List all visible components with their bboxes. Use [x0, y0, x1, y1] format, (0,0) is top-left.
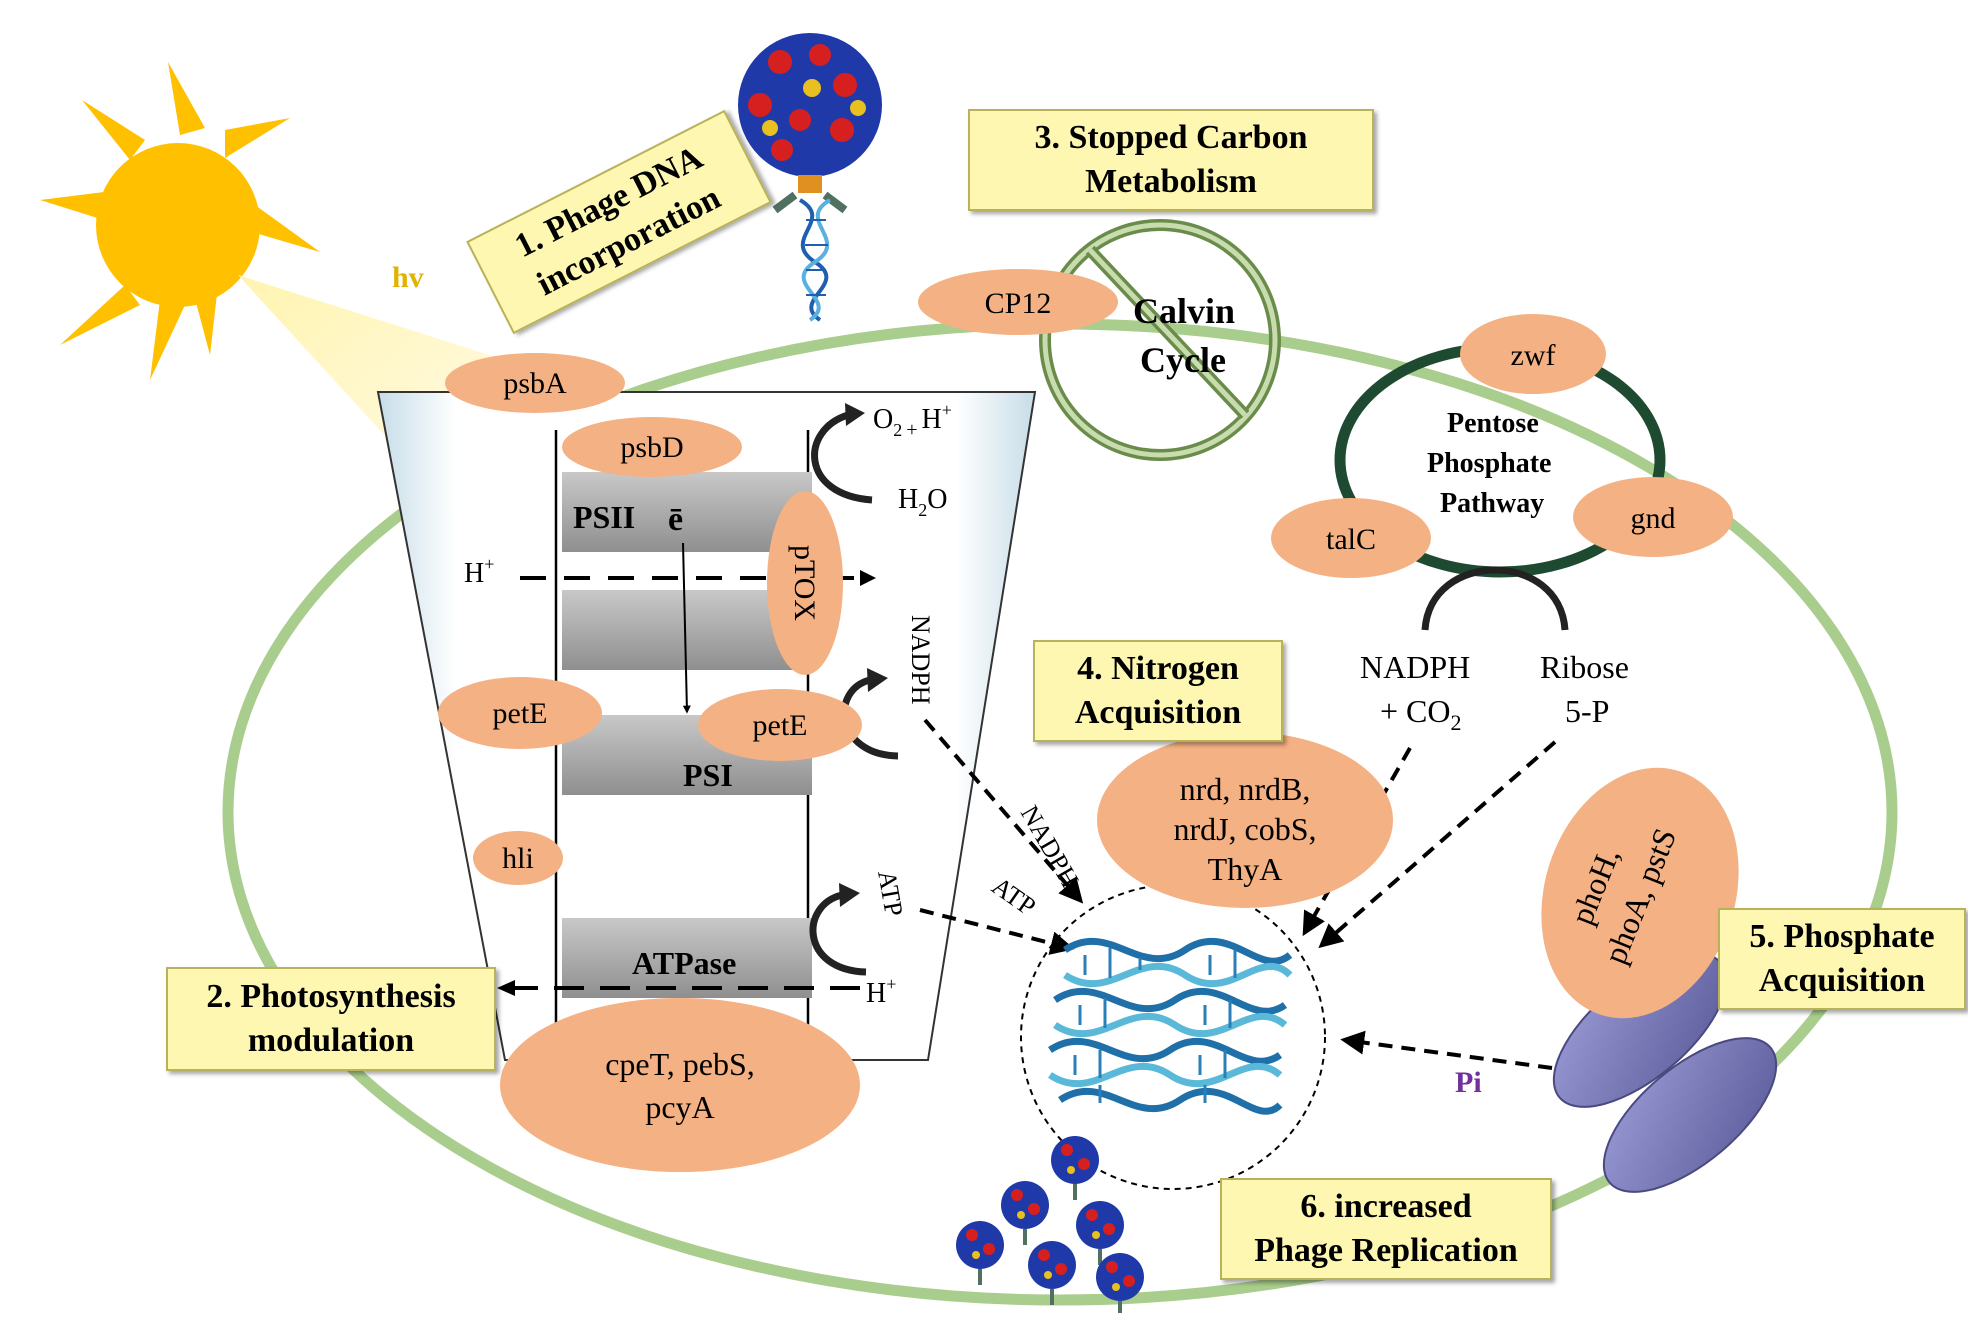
psii-complex	[562, 472, 812, 552]
calvin-label-1: Calvin	[1133, 291, 1235, 331]
step-5-phosphate-acquisition: 5. Phosphate Acquisition	[1718, 908, 1966, 1010]
nadph-to-dna-arrow	[923, 718, 1084, 904]
gene-pTOX-label: pTOX	[788, 545, 821, 621]
ribose-line1: Ribose	[1540, 649, 1629, 685]
gene-petE-right-label: petE	[753, 709, 808, 742]
psii-label: PSII	[573, 499, 635, 535]
gene-nrd-line1: nrd, nrdB,	[1180, 771, 1311, 807]
step-2-photosynthesis-modulation: 2. Photosynthesis modulation	[166, 967, 496, 1071]
gene-zwf-label: zwf	[1511, 339, 1556, 372]
step-3-line-2: Metabolism	[1085, 163, 1257, 200]
ribose-to-dna-arrow	[1318, 740, 1557, 949]
sun-icon	[40, 62, 320, 380]
gene-hli-label: hli	[502, 842, 534, 875]
gene-pTOX	[767, 491, 843, 675]
atp-label-2: ATP	[987, 871, 1042, 921]
gene-cp12-label: CP12	[985, 287, 1052, 320]
electron-label: ē	[668, 501, 683, 538]
water-splitting-arrow	[811, 411, 873, 504]
nadph-co2-line1: NADPH	[1360, 649, 1470, 685]
electron-arrow	[682, 542, 691, 714]
gene-psbA-label: psbA	[503, 367, 567, 400]
step-3-stopped-carbon-metabolism: 3. Stopped Carbon Metabolism	[968, 109, 1374, 211]
step-4-nitrogen-acquisition: 4. Nitrogen Acquisition	[1033, 640, 1283, 742]
gene-nrd-line2: nrdJ, cobS,	[1173, 811, 1316, 847]
gene-zwf	[1460, 314, 1606, 394]
dna-icon	[1048, 937, 1293, 1115]
gene-petE-left-label: petE	[493, 697, 548, 730]
h-plus-bottom: H+	[866, 974, 896, 1009]
step-2-line-1: 2. Photosynthesis	[206, 978, 456, 1015]
step-5-line-1: 5. Phosphate	[1749, 918, 1935, 955]
atp-curved-arrow	[809, 891, 867, 976]
gene-cpe-line2: pcyA	[645, 1089, 714, 1125]
gene-petE-left	[438, 677, 602, 749]
gene-talC-label: talC	[1326, 523, 1376, 556]
gene-cp12	[918, 269, 1118, 335]
step-5-line-2: Acquisition	[1758, 962, 1926, 999]
hv-label: hv	[392, 261, 424, 294]
gene-psbD	[562, 417, 742, 477]
gene-nrd-line3: ThyA	[1208, 851, 1283, 887]
gene-cpe-line1: cpeT, pebS,	[605, 1046, 755, 1082]
ppp-label-3: Pathway	[1440, 488, 1544, 519]
step-4-line-2: Acquisition	[1074, 694, 1242, 731]
step-2-line-2: modulation	[247, 1022, 415, 1059]
gene-gnd	[1573, 477, 1733, 557]
psi-label: PSI	[683, 757, 733, 793]
gene-phoH-phoA-pstS	[1541, 767, 1739, 1019]
atpase-complex	[562, 918, 812, 998]
nadph-label-2: NADPH	[1015, 801, 1085, 893]
ribose-line2: 5-P	[1565, 693, 1609, 729]
atp-to-dna-arrow	[919, 908, 1075, 955]
h-plus-left: H+	[464, 554, 494, 589]
gene-gnd-label: gnd	[1631, 502, 1676, 535]
gene-talC	[1271, 498, 1431, 578]
ppp-label-2: Phosphate	[1427, 448, 1551, 479]
h2o-label: H2O	[898, 484, 947, 520]
phage-icon	[738, 33, 882, 322]
gene-psbD-label: psbD	[620, 431, 683, 464]
nadph-label-1: NADPH	[906, 615, 935, 705]
step-6-line-1: 6. increased	[1300, 1188, 1472, 1225]
ppp-label-1: Pentose	[1447, 408, 1539, 439]
gene-nrd	[1097, 732, 1393, 908]
ppp-output-arc	[1421, 566, 1569, 631]
gene-hli	[473, 831, 563, 885]
atpase-label: ATPase	[632, 945, 736, 981]
pi-label: Pi	[1455, 1066, 1482, 1099]
progeny-phages-icon	[956, 1136, 1144, 1313]
gene-petE-right	[698, 689, 862, 761]
step-6-increased-phage-replication: 6. increased Phage Replication	[1220, 1178, 1552, 1280]
step-3-line-1: 3. Stopped Carbon	[1034, 119, 1308, 156]
gene-psbA	[445, 353, 625, 413]
gene-cpeT-pebS-pcyA	[500, 998, 860, 1172]
calvin-label-2: Cycle	[1140, 340, 1226, 380]
step-6-line-2: Phage Replication	[1254, 1232, 1518, 1269]
nadph-co2-line2: + CO2	[1380, 693, 1462, 735]
o2-h-plus-label: O2+H+	[873, 400, 952, 441]
step-4-line-1: 4. Nitrogen	[1077, 650, 1239, 687]
pi-to-dna-arrow	[1340, 1030, 1553, 1070]
